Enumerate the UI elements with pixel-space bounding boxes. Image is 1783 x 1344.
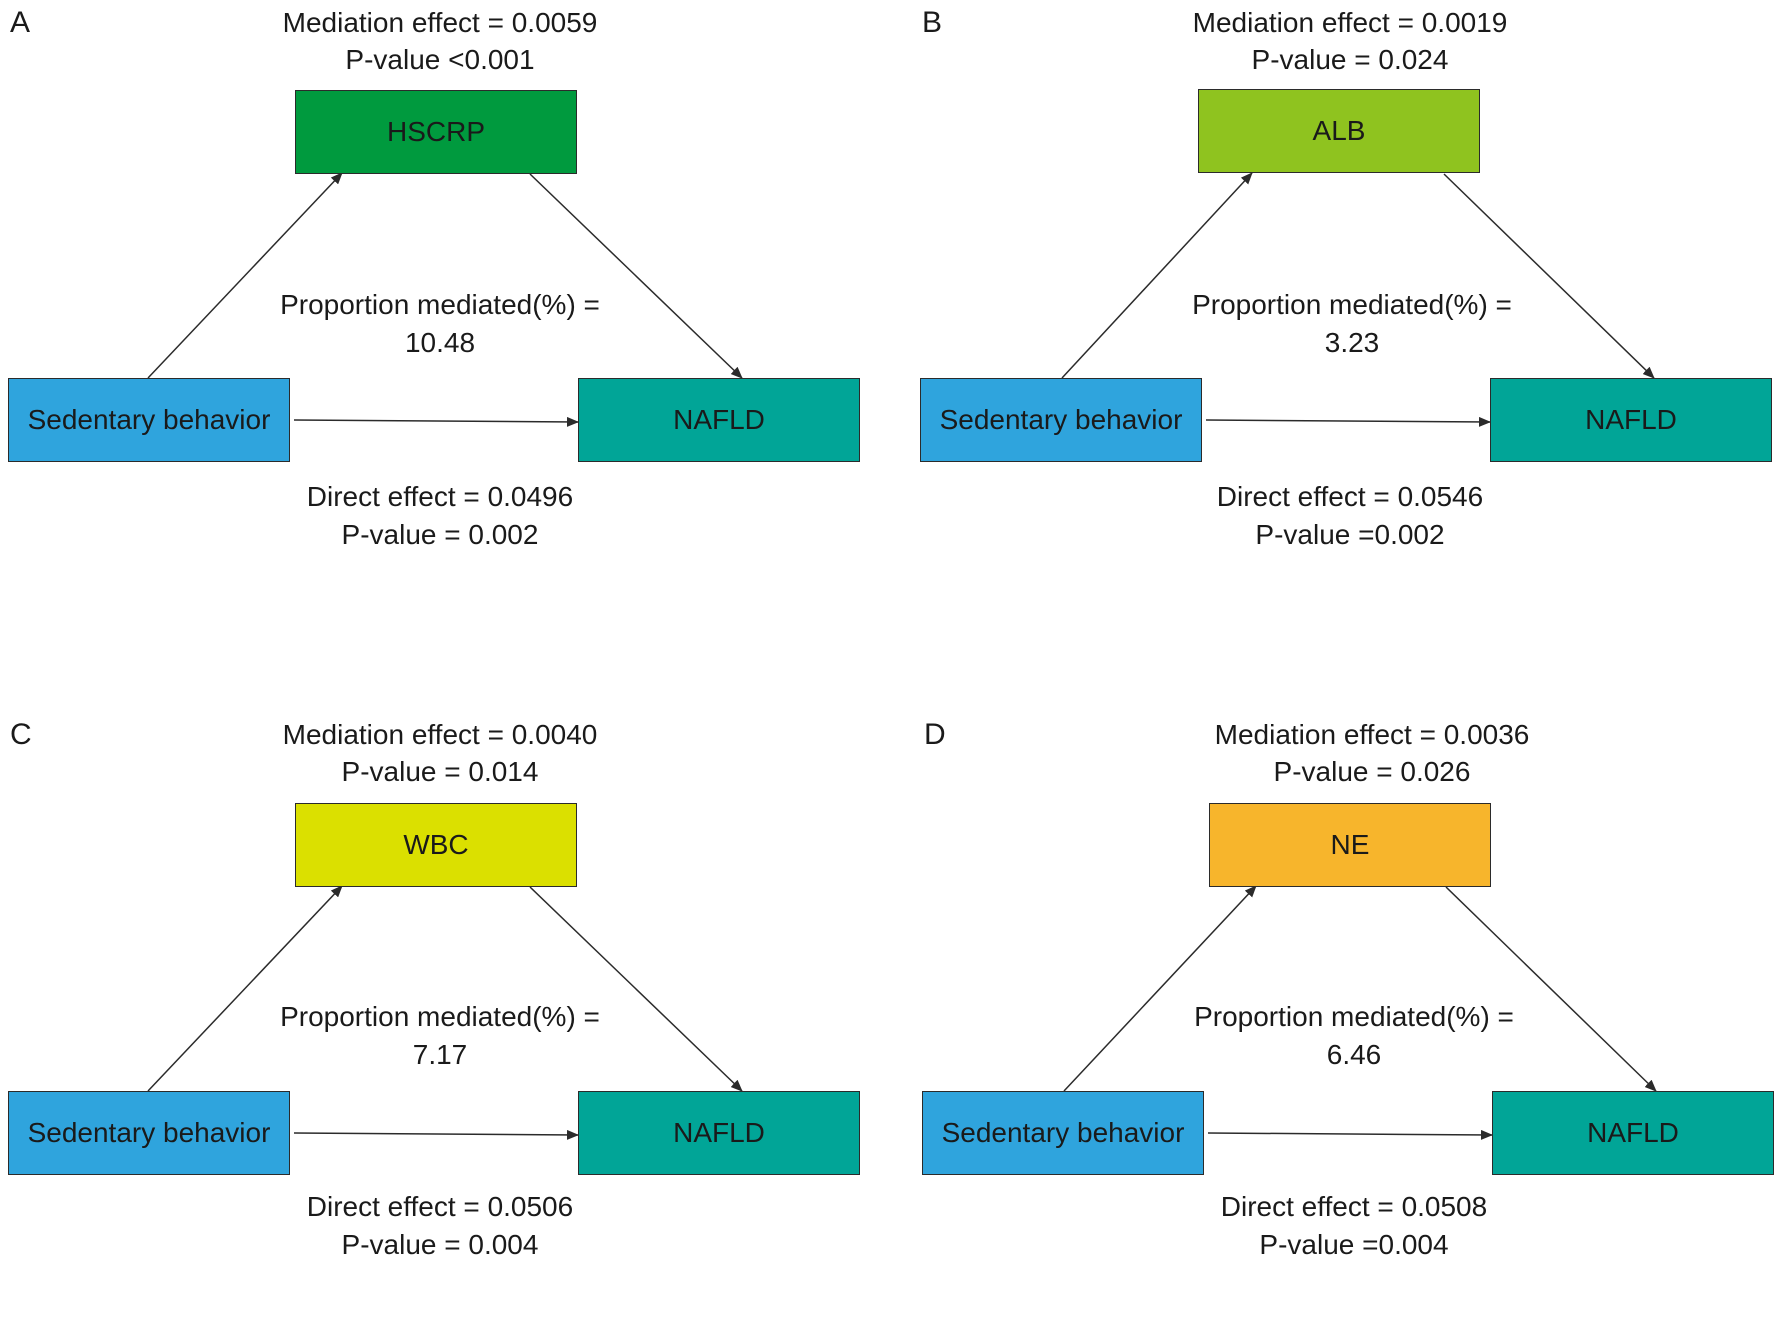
exposure-box: Sedentary behavior (920, 378, 1202, 462)
mediation-effect-label: Mediation effect = 0.0059 (282, 7, 598, 38)
panel-c-arrows (147, 885, 743, 1140)
mediator-box: NE (1209, 803, 1491, 887)
exposure-to-outcome-arrow (293, 416, 579, 427)
mediation-p-value: P-value = 0.024 (1251, 44, 1449, 75)
outcome-label: NAFLD (673, 404, 765, 435)
direct-p-value: P-value =0.002 (1255, 519, 1445, 550)
mediator-box: WBC (295, 803, 577, 887)
exposure-to-mediator-arrow (147, 885, 343, 1092)
proportion-mediated-label: Proportion mediated(%) = (280, 289, 600, 320)
mediation-effect-label: Mediation effect = 0.0019 (1192, 7, 1508, 38)
panel-letter: B (922, 6, 943, 39)
direct-effect-label: Direct effect = 0.0508 (1220, 1191, 1488, 1222)
mediator-to-outcome-arrow (529, 886, 743, 1092)
outcome-label: NAFLD (1585, 404, 1677, 435)
panel-a-arrows (147, 172, 743, 427)
panel-letter: D (924, 718, 946, 751)
mediator-to-outcome-arrow (529, 173, 743, 379)
exposure-label: Sedentary behavior (941, 1117, 1185, 1148)
mediator-label: ALB (1312, 115, 1366, 146)
outcome-box: NAFLD (578, 378, 860, 462)
direct-p-value: P-value = 0.002 (341, 519, 539, 550)
mediator-label: WBC (403, 829, 469, 860)
panel-a: A Mediation effect = 0.0059 P-value <0.0… (0, 0, 891, 632)
panel-d: D Mediation effect = 0.0036 P-value = 0.… (912, 712, 1783, 1344)
direct-effect-label: Direct effect = 0.0546 (1216, 481, 1484, 512)
mediator-to-outcome-arrow (1445, 886, 1657, 1092)
exposure-to-outcome-arrow (1207, 1129, 1493, 1140)
mediator-to-outcome-arrow (1443, 173, 1655, 379)
exposure-label: Sedentary behavior (27, 404, 271, 435)
exposure-to-outcome-arrow (293, 1129, 579, 1140)
exposure-label: Sedentary behavior (939, 404, 1183, 435)
proportion-mediated-label: Proportion mediated(%) = (280, 1001, 600, 1032)
exposure-box: Sedentary behavior (8, 1091, 290, 1175)
mediator-label: HSCRP (386, 116, 485, 147)
direct-effect-label: Direct effect = 0.0496 (306, 481, 574, 512)
proportion-mediated-value: 7.17 (412, 1039, 468, 1070)
exposure-box: Sedentary behavior (8, 378, 290, 462)
outcome-label: NAFLD (673, 1117, 765, 1148)
direct-p-value: P-value =0.004 (1259, 1229, 1449, 1260)
proportion-mediated-label: Proportion mediated(%) = (1194, 1001, 1514, 1032)
mediation-effect-label: Mediation effect = 0.0036 (1214, 719, 1530, 750)
outcome-box: NAFLD (578, 1091, 860, 1175)
outcome-box: NAFLD (1490, 378, 1772, 462)
mediation-effect-label: Mediation effect = 0.0040 (282, 719, 598, 750)
mediation-p-value: P-value = 0.026 (1273, 756, 1471, 787)
mediator-box: ALB (1198, 89, 1480, 173)
exposure-to-mediator-arrow (147, 172, 343, 379)
proportion-mediated-value: 3.23 (1324, 327, 1380, 358)
mediation-p-value: P-value <0.001 (345, 44, 535, 75)
proportion-mediated-value: 10.48 (404, 327, 476, 358)
outcome-box: NAFLD (1492, 1091, 1774, 1175)
direct-p-value: P-value = 0.004 (341, 1229, 539, 1260)
exposure-to-mediator-arrow (1063, 885, 1257, 1092)
panel-letter: A (10, 6, 31, 39)
panel-b: B Mediation effect = 0.0019 P-value = 0.… (912, 0, 1783, 632)
panel-c: C Mediation effect = 0.0040 P-value = 0.… (0, 712, 891, 1344)
panel-b-arrows (1061, 172, 1655, 427)
exposure-label: Sedentary behavior (27, 1117, 271, 1148)
outcome-label: NAFLD (1587, 1117, 1679, 1148)
exposure-box: Sedentary behavior (922, 1091, 1204, 1175)
proportion-mediated-label: Proportion mediated(%) = (1192, 289, 1512, 320)
mediator-label: NE (1330, 829, 1370, 860)
direct-effect-label: Direct effect = 0.0506 (306, 1191, 574, 1222)
proportion-mediated-value: 6.46 (1326, 1039, 1382, 1070)
panel-d-arrows (1063, 885, 1657, 1140)
exposure-to-mediator-arrow (1061, 172, 1253, 379)
exposure-to-outcome-arrow (1205, 416, 1491, 427)
mediation-p-value: P-value = 0.014 (341, 756, 539, 787)
panel-letter: C (10, 718, 32, 751)
mediator-box: HSCRP (295, 90, 577, 174)
